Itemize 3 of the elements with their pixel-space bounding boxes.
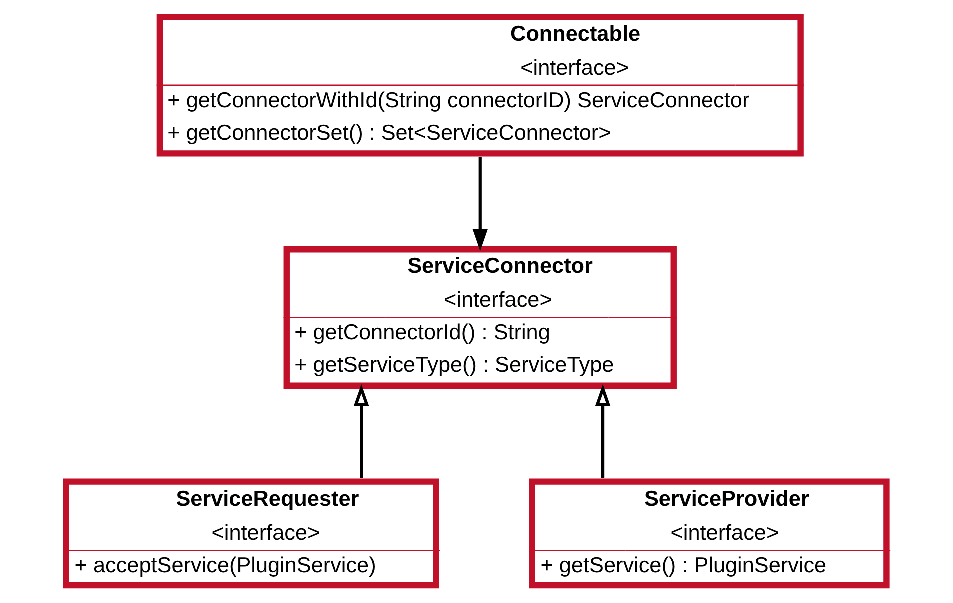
arrow — [472, 157, 488, 252]
arrow — [354, 384, 370, 478]
arrow — [595, 384, 611, 478]
